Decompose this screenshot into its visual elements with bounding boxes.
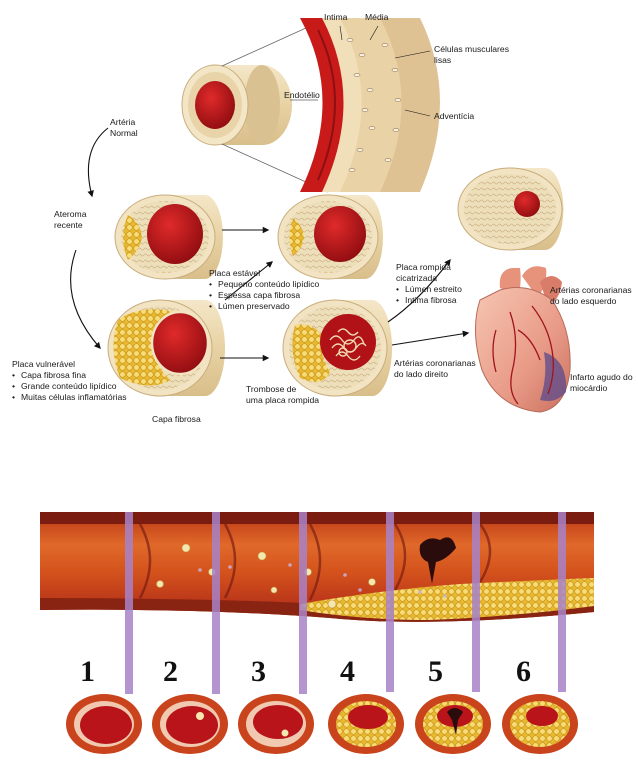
stage-number-3: 3 <box>251 655 266 689</box>
label-recent-atheroma: Ateroma recente <box>54 209 86 231</box>
label-adventitia: Adventícia <box>434 111 474 122</box>
label-media: Média <box>365 12 388 23</box>
label-stable-plaque: Placa estável Pequeno conteúdo lipídico … <box>209 268 319 312</box>
label-left-coronary-arteries: Artérias coronarianas do lado esquerdo <box>550 285 632 307</box>
label-normal-artery: Artéria Normal <box>110 117 138 139</box>
label-myocardial-infarction: Infarto agudo do miocárdio <box>570 372 633 394</box>
label-intima: Intima <box>324 12 347 23</box>
label-thrombosis: Trombose de uma placa rompida <box>246 384 319 406</box>
stable-plaque-artery <box>278 195 383 279</box>
healed-plaque-item: Lúmen estreito <box>396 284 462 295</box>
label-smooth-muscle-cells: Células musculares lisas <box>434 44 509 66</box>
vulnerable-plaque-item: Grande conteúdo lipídico <box>12 381 127 392</box>
healed-plaque-title: Placa rompida cicatrizada <box>396 262 462 284</box>
stable-plaque-item: Lúmen preservado <box>209 301 319 312</box>
cross-section-6 <box>502 694 578 754</box>
vulnerable-plaque-item: Capa fibrosa fina <box>12 370 127 381</box>
cross-section-1 <box>66 694 142 754</box>
cross-section-4 <box>328 694 404 754</box>
recent-atheroma-artery <box>115 195 223 279</box>
label-endothelium: Endotélio <box>284 90 320 101</box>
stable-plaque-item: Pequeno conteúdo lipídico <box>209 279 319 290</box>
label-fibrous-cap: Capa fibrosa <box>152 414 201 425</box>
cross-section-3 <box>238 694 314 754</box>
stable-plaque-title: Placa estável <box>209 268 319 279</box>
stage-number-2: 2 <box>163 655 178 689</box>
stage-number-1: 1 <box>80 655 95 689</box>
label-vulnerable-plaque: Placa vulnerável Capa fibrosa fina Grand… <box>12 359 127 403</box>
healed-plaque-artery <box>458 168 563 250</box>
cross-section-2 <box>152 694 228 754</box>
vulnerable-plaque-title: Placa vulnerável <box>12 359 127 370</box>
label-healed-plaque: Placa rompida cicatrizada Lúmen estreito… <box>396 262 462 306</box>
stage-number-6: 6 <box>516 655 531 689</box>
vulnerable-plaque-item: Muitas células inflamatórias <box>12 392 127 403</box>
vessel-longitudinal <box>40 512 594 622</box>
cross-section-5 <box>415 694 491 754</box>
stage-number-5: 5 <box>428 655 443 689</box>
normal-artery <box>182 65 292 145</box>
thrombosis-artery <box>283 300 392 396</box>
stage-number-4: 4 <box>340 655 355 689</box>
label-right-coronary-arteries: Artérias coronarianas do lado direito <box>394 358 476 380</box>
healed-plaque-item: Intima fibrosa <box>396 295 462 306</box>
stable-plaque-item: Espessa capa fibrosa <box>209 290 319 301</box>
wall-section-zoom <box>300 18 440 192</box>
